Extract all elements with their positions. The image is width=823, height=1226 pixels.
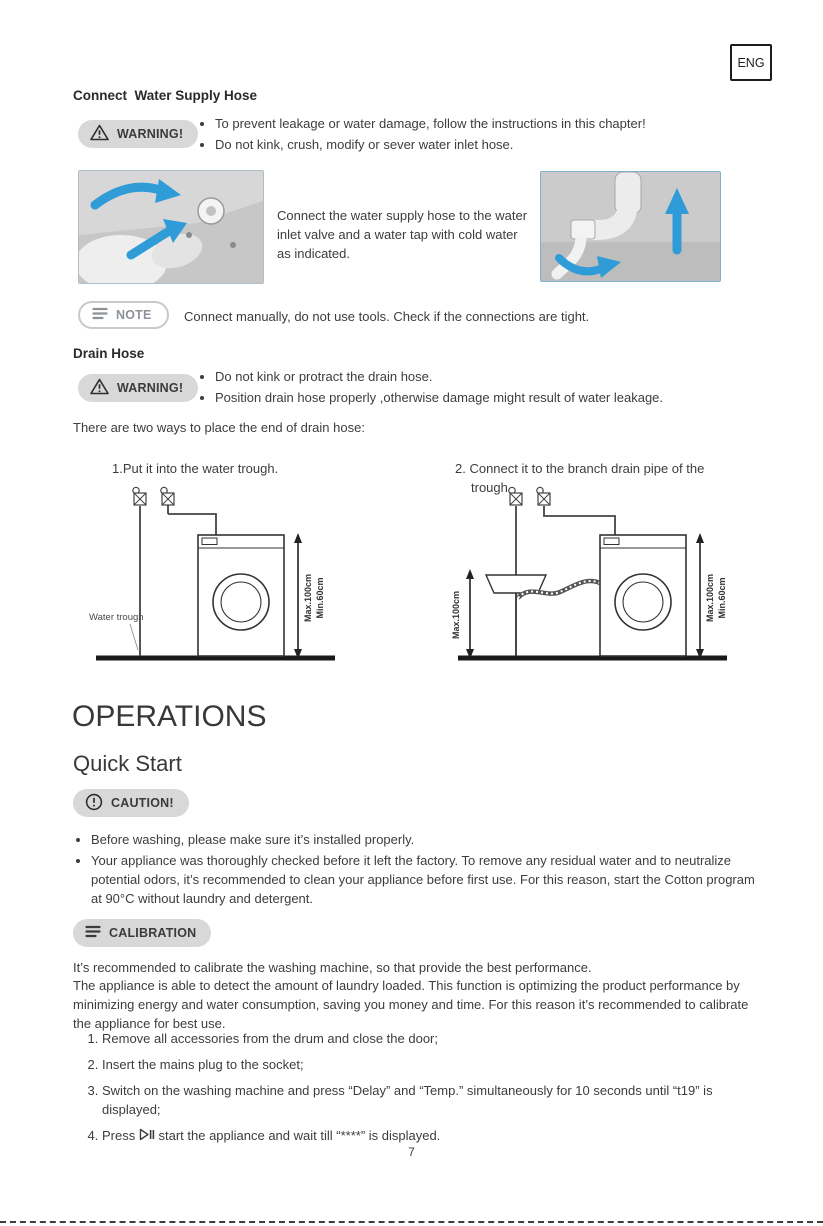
- water-inlet-valve-photo: [78, 170, 264, 284]
- caution-label: CAUTION!: [111, 796, 174, 810]
- drain-option1-label: 1.Put it into the water trough.: [112, 461, 279, 476]
- calibration-para-2: The appliance is able to detect the amou…: [73, 978, 749, 1031]
- step-item: Switch on the washing machine and press …: [102, 1082, 752, 1120]
- note-text: Connect manually, do not use tools. Chec…: [184, 309, 590, 324]
- start-pause-button-icon: [139, 1128, 155, 1147]
- faucet-icon: [160, 486, 175, 506]
- connect-instruction-text: Connect the water supply hose to the wat…: [277, 208, 528, 261]
- drain-option2-label: 2. Connect it to the branch drain pipe o…: [455, 461, 705, 495]
- diagram-water-trough: Water trough Max.100cm Min.60cm: [88, 480, 343, 673]
- bullet-item: Before washing, please make sure it’s in…: [91, 831, 765, 850]
- sink-drawing: [484, 574, 548, 656]
- faucet-icon: [132, 486, 147, 506]
- height-arrow: [466, 569, 474, 659]
- warning-triangle-icon: [90, 124, 109, 144]
- step-text: start the appliance and wait till “****”…: [158, 1127, 441, 1143]
- section-heading-drain-hose: Drain Hose: [73, 346, 145, 361]
- calibration-label: CALIBRATION: [109, 926, 197, 940]
- note-label: NOTE: [116, 308, 152, 322]
- height-arrow: [696, 533, 704, 659]
- max-height-label: Max.100cm: [303, 574, 313, 622]
- page-number: 7: [408, 1145, 415, 1159]
- water-supply-warning-list: To prevent leakage or water damage, foll…: [197, 115, 745, 157]
- warning-triangle-icon: [90, 378, 109, 398]
- water-tap-illustration: [541, 172, 720, 281]
- step-item: Insert the mains plug to the socket;: [102, 1056, 752, 1075]
- corrugated-hose-drawing: [516, 578, 601, 600]
- max-height-label: Max.100cm: [451, 591, 461, 639]
- quick-start-list: Before washing, please make sure it’s in…: [73, 831, 765, 911]
- section-heading-water-supply: Connect Water Supply Hose: [73, 88, 258, 103]
- bottom-divider: [0, 1221, 823, 1223]
- bullet-item: Your appliance was thoroughly checked be…: [91, 852, 765, 909]
- bullet-item: Do not kink, crush, modify or sever wate…: [215, 136, 745, 155]
- up-arrow-icon: [665, 188, 689, 255]
- step-item: Press start the appliance and wait till …: [102, 1127, 752, 1147]
- caution-badge: CAUTION!: [73, 789, 189, 817]
- washing-machine-drawing: [599, 534, 687, 657]
- water-tap-photo: [540, 171, 721, 282]
- operations-title: OPERATIONS: [72, 700, 267, 733]
- curved-arrow-icon: [90, 179, 181, 210]
- warning-badge-water-supply: WARNING!: [78, 120, 199, 148]
- washing-machine-drawing: [197, 534, 285, 657]
- min-height-label: Min.60cm: [315, 577, 325, 618]
- step-item: Remove all accessories from the drum and…: [102, 1030, 752, 1049]
- calibration-para-1: It’s recommended to calibrate the washin…: [73, 960, 592, 975]
- drain-intro-text: There are two ways to place the end of d…: [73, 420, 365, 435]
- water-inlet-valve-illustration: [79, 171, 263, 283]
- step-text: Press: [102, 1127, 136, 1143]
- note-badge: NOTE: [78, 301, 169, 329]
- bullet-item: To prevent leakage or water damage, foll…: [215, 115, 745, 134]
- drain-warning-list: Do not kink or protract the drain hose. …: [197, 368, 749, 410]
- calibration-badge: CALIBRATION: [73, 919, 212, 947]
- faucet-icon: [508, 486, 523, 506]
- curved-arrow-icon: [555, 254, 621, 278]
- warning-label: WARNING!: [117, 381, 184, 395]
- bullet-item: Do not kink or protract the drain hose.: [215, 368, 749, 387]
- calibration-lines-icon: [85, 925, 101, 941]
- min-height-label: Min.60cm: [717, 577, 727, 618]
- language-badge-label: ENG: [737, 55, 765, 70]
- note-lines-icon: [92, 307, 108, 323]
- quick-start-heading: Quick Start: [73, 751, 182, 776]
- language-badge: ENG: [730, 44, 772, 81]
- straight-arrow-icon: [126, 219, 187, 260]
- faucet-icon: [536, 486, 551, 506]
- height-arrow: [294, 533, 302, 659]
- bullet-item: Position drain hose properly ,otherwise …: [215, 389, 749, 408]
- warning-badge-drain: WARNING!: [78, 374, 199, 402]
- caution-circle-icon: [85, 793, 103, 814]
- max-height-label: Max.100cm: [705, 574, 715, 622]
- calibration-steps: Remove all accessories from the drum and…: [84, 1030, 752, 1154]
- warning-label: WARNING!: [117, 127, 184, 141]
- diagram-branch-drain-pipe: Max.100cm Max.100cm Min.60cm: [450, 480, 735, 673]
- water-trough-label: Water trough: [89, 612, 144, 623]
